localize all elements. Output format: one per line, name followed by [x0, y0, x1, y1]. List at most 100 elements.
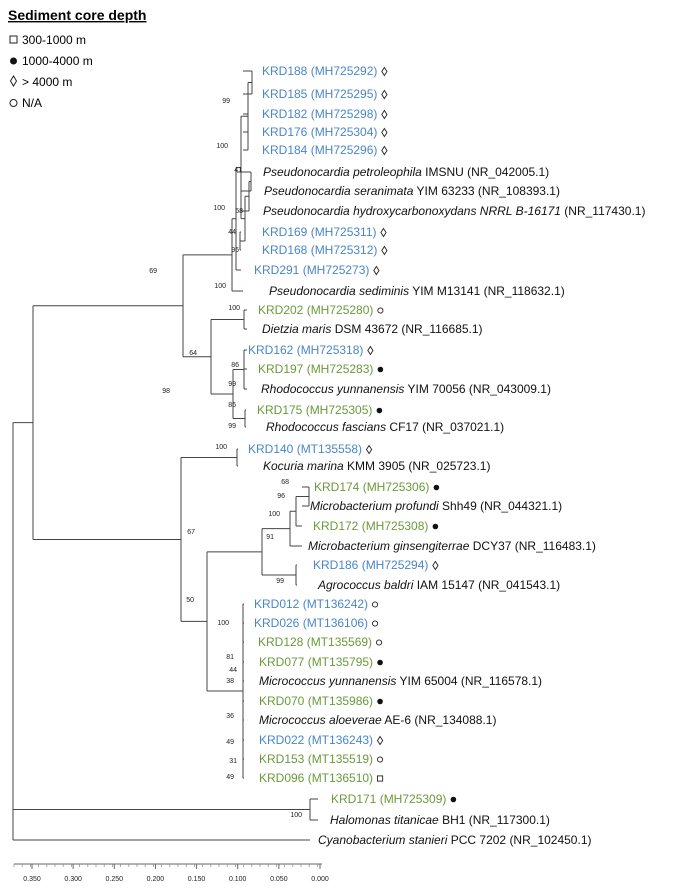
tip-label: Micrococcus aloeverae AE-6 (NR_134088.1)	[259, 713, 496, 727]
diamond-open-icon	[381, 66, 388, 77]
tip-label: Microbacterium ginsengiterrae DCY37 (NR_…	[308, 539, 596, 553]
tip-label: Halomonas titanicae BH1 (NR_117300.1)	[330, 813, 550, 827]
strain-accession: YIM 65004 (NR_116578.1)	[396, 674, 542, 688]
species-name: Pseudonocardia seranimata	[264, 184, 414, 198]
tip-label-text: KRD176 (MH725304)	[262, 125, 377, 139]
species-name: Agrococcus baldri	[317, 578, 414, 592]
tip-label: Micrococcus yunnanensis YIM 65004 (NR_11…	[259, 674, 542, 688]
bootstrap-value: 100	[268, 511, 280, 518]
bootstrap-value: 58	[235, 208, 243, 215]
bootstrap-value: 50	[186, 597, 194, 604]
strain-accession: Shh49 (NR_044321.1)	[439, 499, 562, 513]
diamond-open-icon	[376, 735, 384, 746]
tip-label-text: KRD188 (MH725292)	[262, 64, 377, 78]
species-name: Micrococcus yunnanensis	[259, 674, 396, 688]
tip-label: KRD202 (MH725280)	[258, 303, 384, 317]
tip-label-text: Micrococcus yunnanensis YIM 65004 (NR_11…	[259, 674, 542, 688]
species-name: Rhodococcus fascians	[266, 420, 386, 434]
diamond-open-icon	[9, 75, 18, 87]
depth-legend: Sediment core depth 300-1000 m 1000-4000…	[8, 7, 146, 110]
bootstrap-value: 68	[281, 479, 289, 486]
bootstrap-value: 86	[228, 402, 236, 409]
tip-label-text: KRD026 (MT136106)	[254, 616, 368, 630]
strain-accession: KRD026 (MT136106)	[254, 616, 368, 630]
circle-open-icon	[376, 639, 383, 646]
square-open-icon	[377, 775, 384, 782]
strain-accession: DSM 43672 (NR_116685.1)	[331, 322, 482, 336]
bootstrap-value: 100	[217, 620, 229, 627]
strain-accession: KRD182 (MH725298)	[262, 107, 377, 121]
tip-label-text: KRD169 (MH725311)	[262, 225, 377, 239]
strain-accession: KRD174 (MH725306)	[314, 480, 429, 494]
bootstrap-value: 44	[228, 229, 236, 236]
bootstrap-value: 100	[216, 143, 228, 150]
tip-label-text: Kocuria marina KMM 3905 (NR_025723.1)	[263, 459, 490, 473]
strain-accession: KRD188 (MH725292)	[262, 64, 377, 78]
scale-tick-label: 0.250	[106, 876, 124, 883]
tip-label-text: KRD171 (MH725309)	[331, 792, 446, 806]
bootstrap-value: 96	[277, 493, 285, 500]
bootstrap-value: 91	[266, 534, 274, 541]
strain-accession: BH1 (NR_117300.1)	[439, 813, 550, 827]
diamond-open-icon	[381, 89, 388, 100]
tip-label: KRD291 (MH725273)	[254, 263, 380, 277]
bootstrap-value: 100	[290, 812, 302, 819]
circle-filled-icon	[10, 57, 17, 65]
strain-accession: KRD022 (MT136243)	[259, 733, 373, 747]
scale-tick-label: 0.350	[23, 876, 41, 883]
tip-label: KRD168 (MH725312)	[262, 243, 388, 257]
species-name: Pseudonocardia sediminis	[269, 284, 409, 298]
tip-label: KRD197 (MH725283)	[258, 362, 384, 376]
diamond-open-icon	[381, 145, 388, 156]
tip-label: Pseudonocardia petroleophila IMSNU (NR_0…	[263, 165, 549, 179]
bootstrap-value: 100	[213, 205, 225, 212]
strain-accession: YIM 63233 (NR_108393.1)	[413, 184, 560, 198]
strain-accession: IAM 15147 (NR_041543.1)	[413, 578, 560, 592]
tip-label-text: KRD140 (MT135558)	[248, 442, 362, 456]
tree-branches	[12, 70, 318, 841]
tip-label: KRD172 (MH725308)	[313, 519, 439, 533]
strain-accession: KRD202 (MH725280)	[258, 303, 373, 317]
strain-accession: KRD153 (MT135519)	[259, 752, 373, 766]
strain-accession: KRD186 (MH725294)	[313, 558, 428, 572]
circle-open-icon	[372, 620, 379, 627]
tip-label: KRD153 (MT135519)	[259, 752, 384, 766]
tip-label: Agrococcus baldri IAM 15147 (NR_041543.1…	[317, 578, 560, 592]
species-name: Micrococcus aloeverae	[259, 713, 382, 727]
bootstrap-value: 44	[229, 667, 237, 674]
circle-filled-icon	[450, 796, 457, 803]
circle-open-icon	[372, 601, 379, 608]
tip-label-text: KRD153 (MT135519)	[259, 752, 373, 766]
bootstrap-value: 100	[228, 305, 240, 312]
species-name: Halomonas titanicae	[330, 813, 439, 827]
tip-label: KRD128 (MT135569)	[258, 635, 383, 649]
tip-label-text: KRD168 (MH725312)	[262, 243, 377, 257]
tip-label: Pseudonocardia sediminis YIM M13141 (NR_…	[269, 284, 565, 298]
tip-label-text: KRD175 (MH725305)	[257, 403, 372, 417]
diamond-open-icon	[381, 127, 388, 138]
legend-item-300-1000: 300-1000 m	[9, 33, 86, 47]
bootstrap-value: 100	[214, 283, 226, 290]
tip-label-text: Microbacterium profundi Shh49 (NR_044321…	[310, 499, 562, 513]
bootstrap-value: 100	[215, 444, 227, 451]
circle-filled-icon	[377, 698, 383, 705]
strain-accession: KRD140 (MT135558)	[248, 442, 362, 456]
species-name: Rhodococcus yunnanensis	[261, 382, 404, 396]
strain-accession: KRD162 (MH725318)	[248, 343, 363, 357]
circle-filled-icon	[376, 407, 383, 414]
tip-label-text: Agrococcus baldri IAM 15147 (NR_041543.1…	[317, 578, 560, 592]
tip-label: Kocuria marina KMM 3905 (NR_025723.1)	[263, 459, 490, 473]
tip-label: Cyanobacterium stanieri PCC 7202 (NR_102…	[318, 833, 592, 847]
tip-label: KRD070 (MT135986)	[259, 694, 383, 708]
tip-label: KRD188 (MH725292)	[262, 64, 388, 78]
diamond-open-icon	[380, 227, 387, 238]
bootstrap-value: 36	[226, 713, 234, 720]
circle-filled-icon	[377, 659, 383, 666]
legend-label: > 4000 m	[22, 75, 72, 89]
tip-label: KRD185 (MH725295)	[262, 87, 388, 101]
scale-tick-label: 0.000	[311, 876, 329, 883]
tip-label-text: KRD185 (MH725295)	[262, 87, 377, 101]
tip-label-text: Rhodococcus yunnanensis YIM 70056 (NR_04…	[261, 382, 551, 396]
